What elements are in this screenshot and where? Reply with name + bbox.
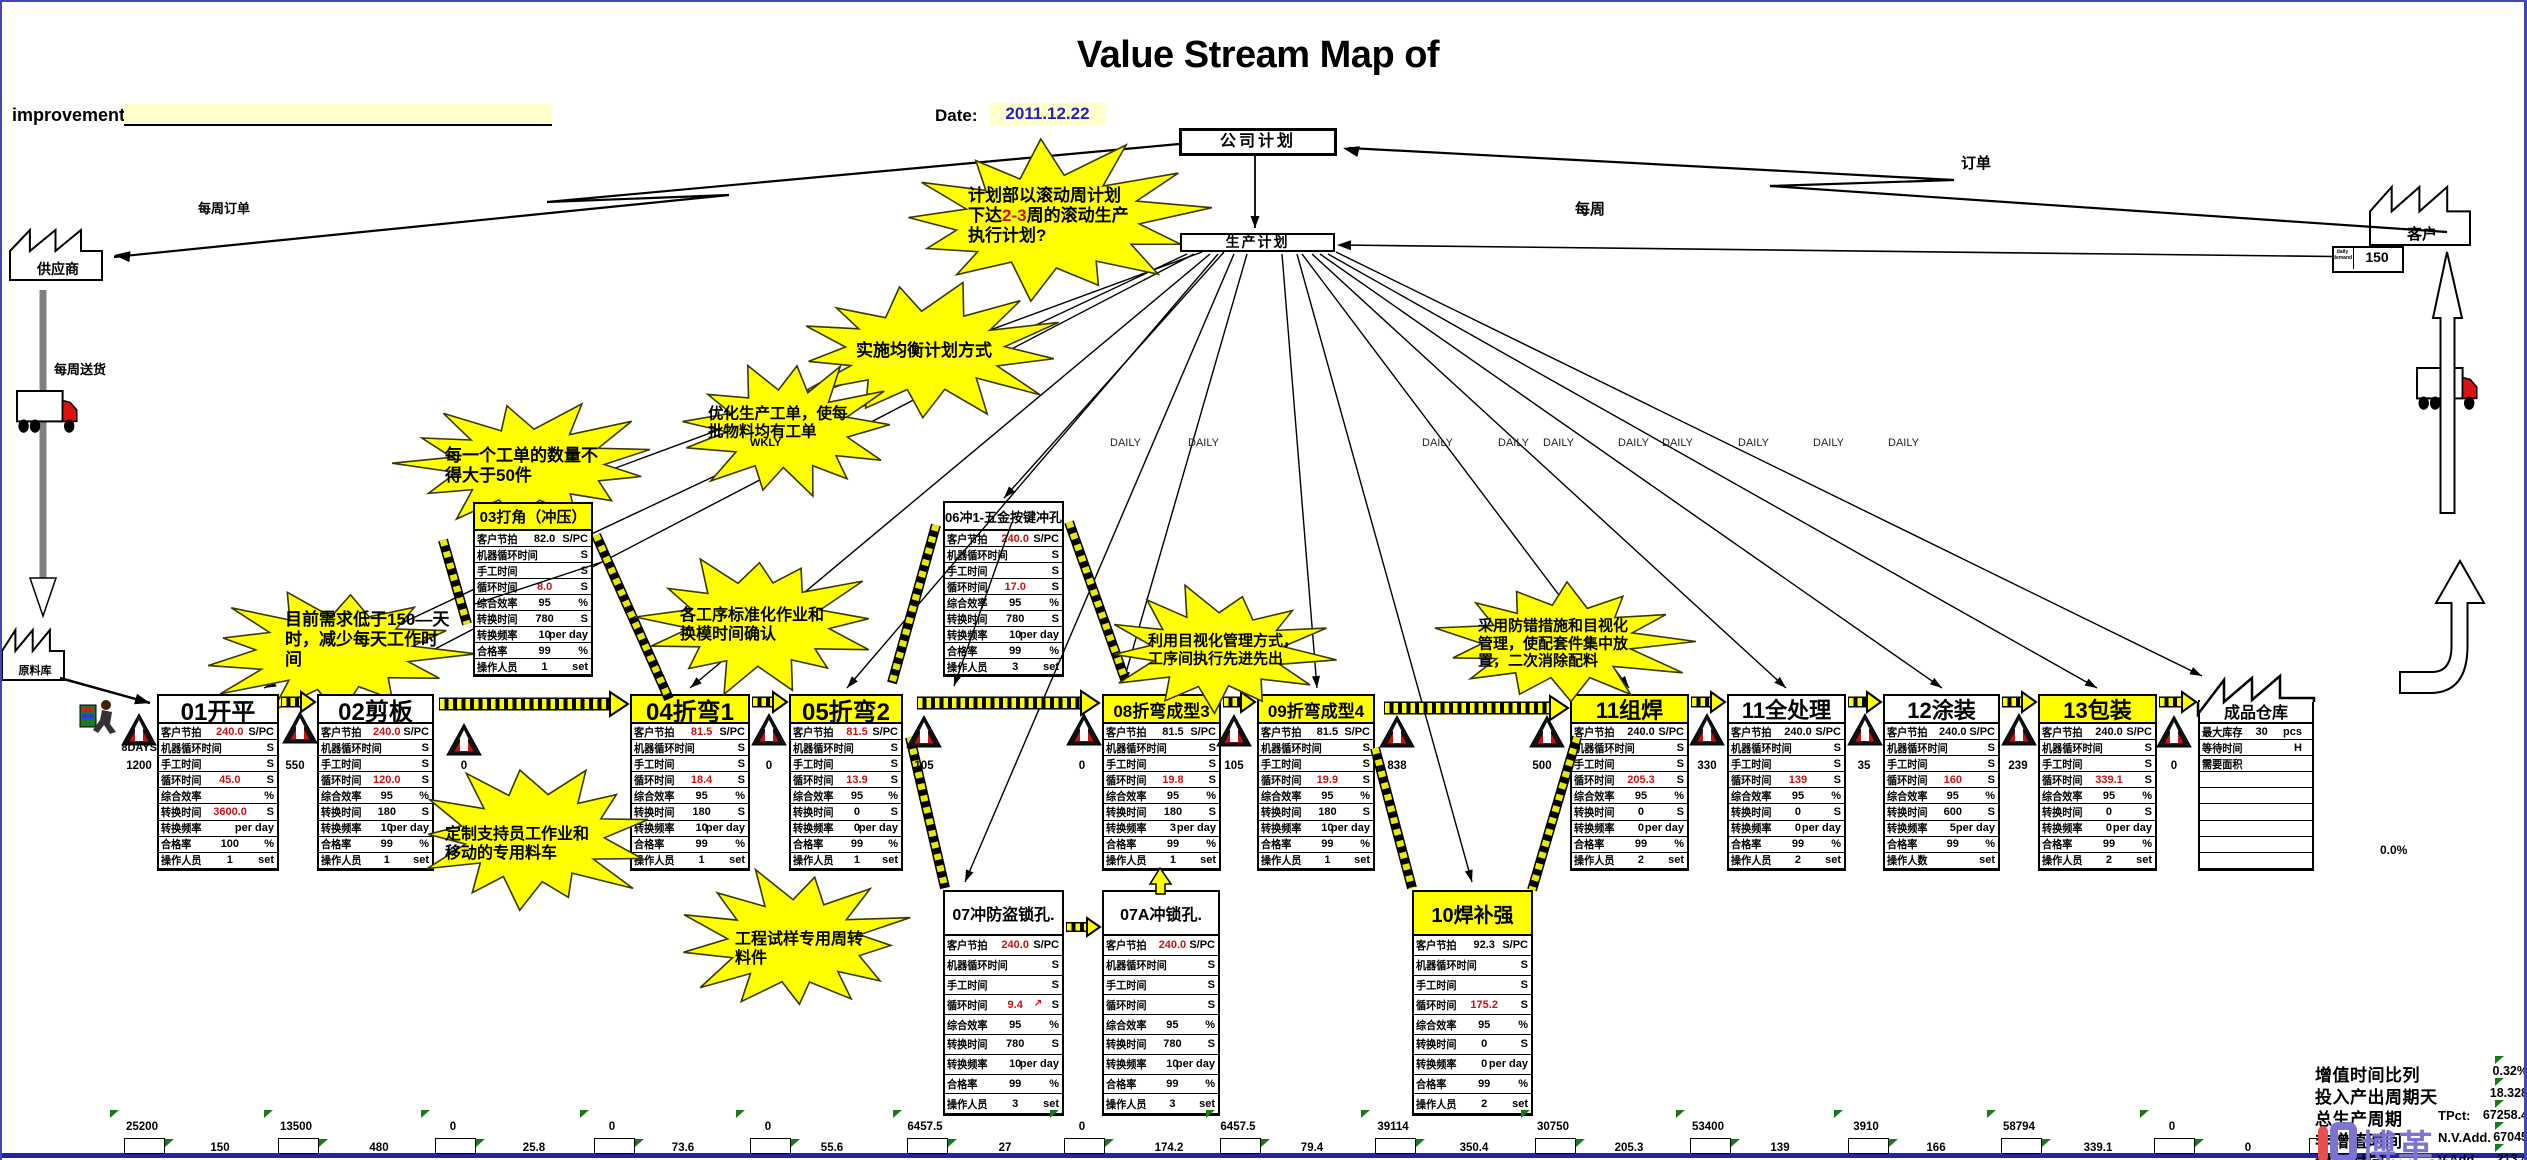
svg-text:供应商: 供应商 [36,261,79,277]
svg-text:原料库: 原料库 [19,663,52,677]
svg-text:客户: 客户 [2406,225,2437,243]
